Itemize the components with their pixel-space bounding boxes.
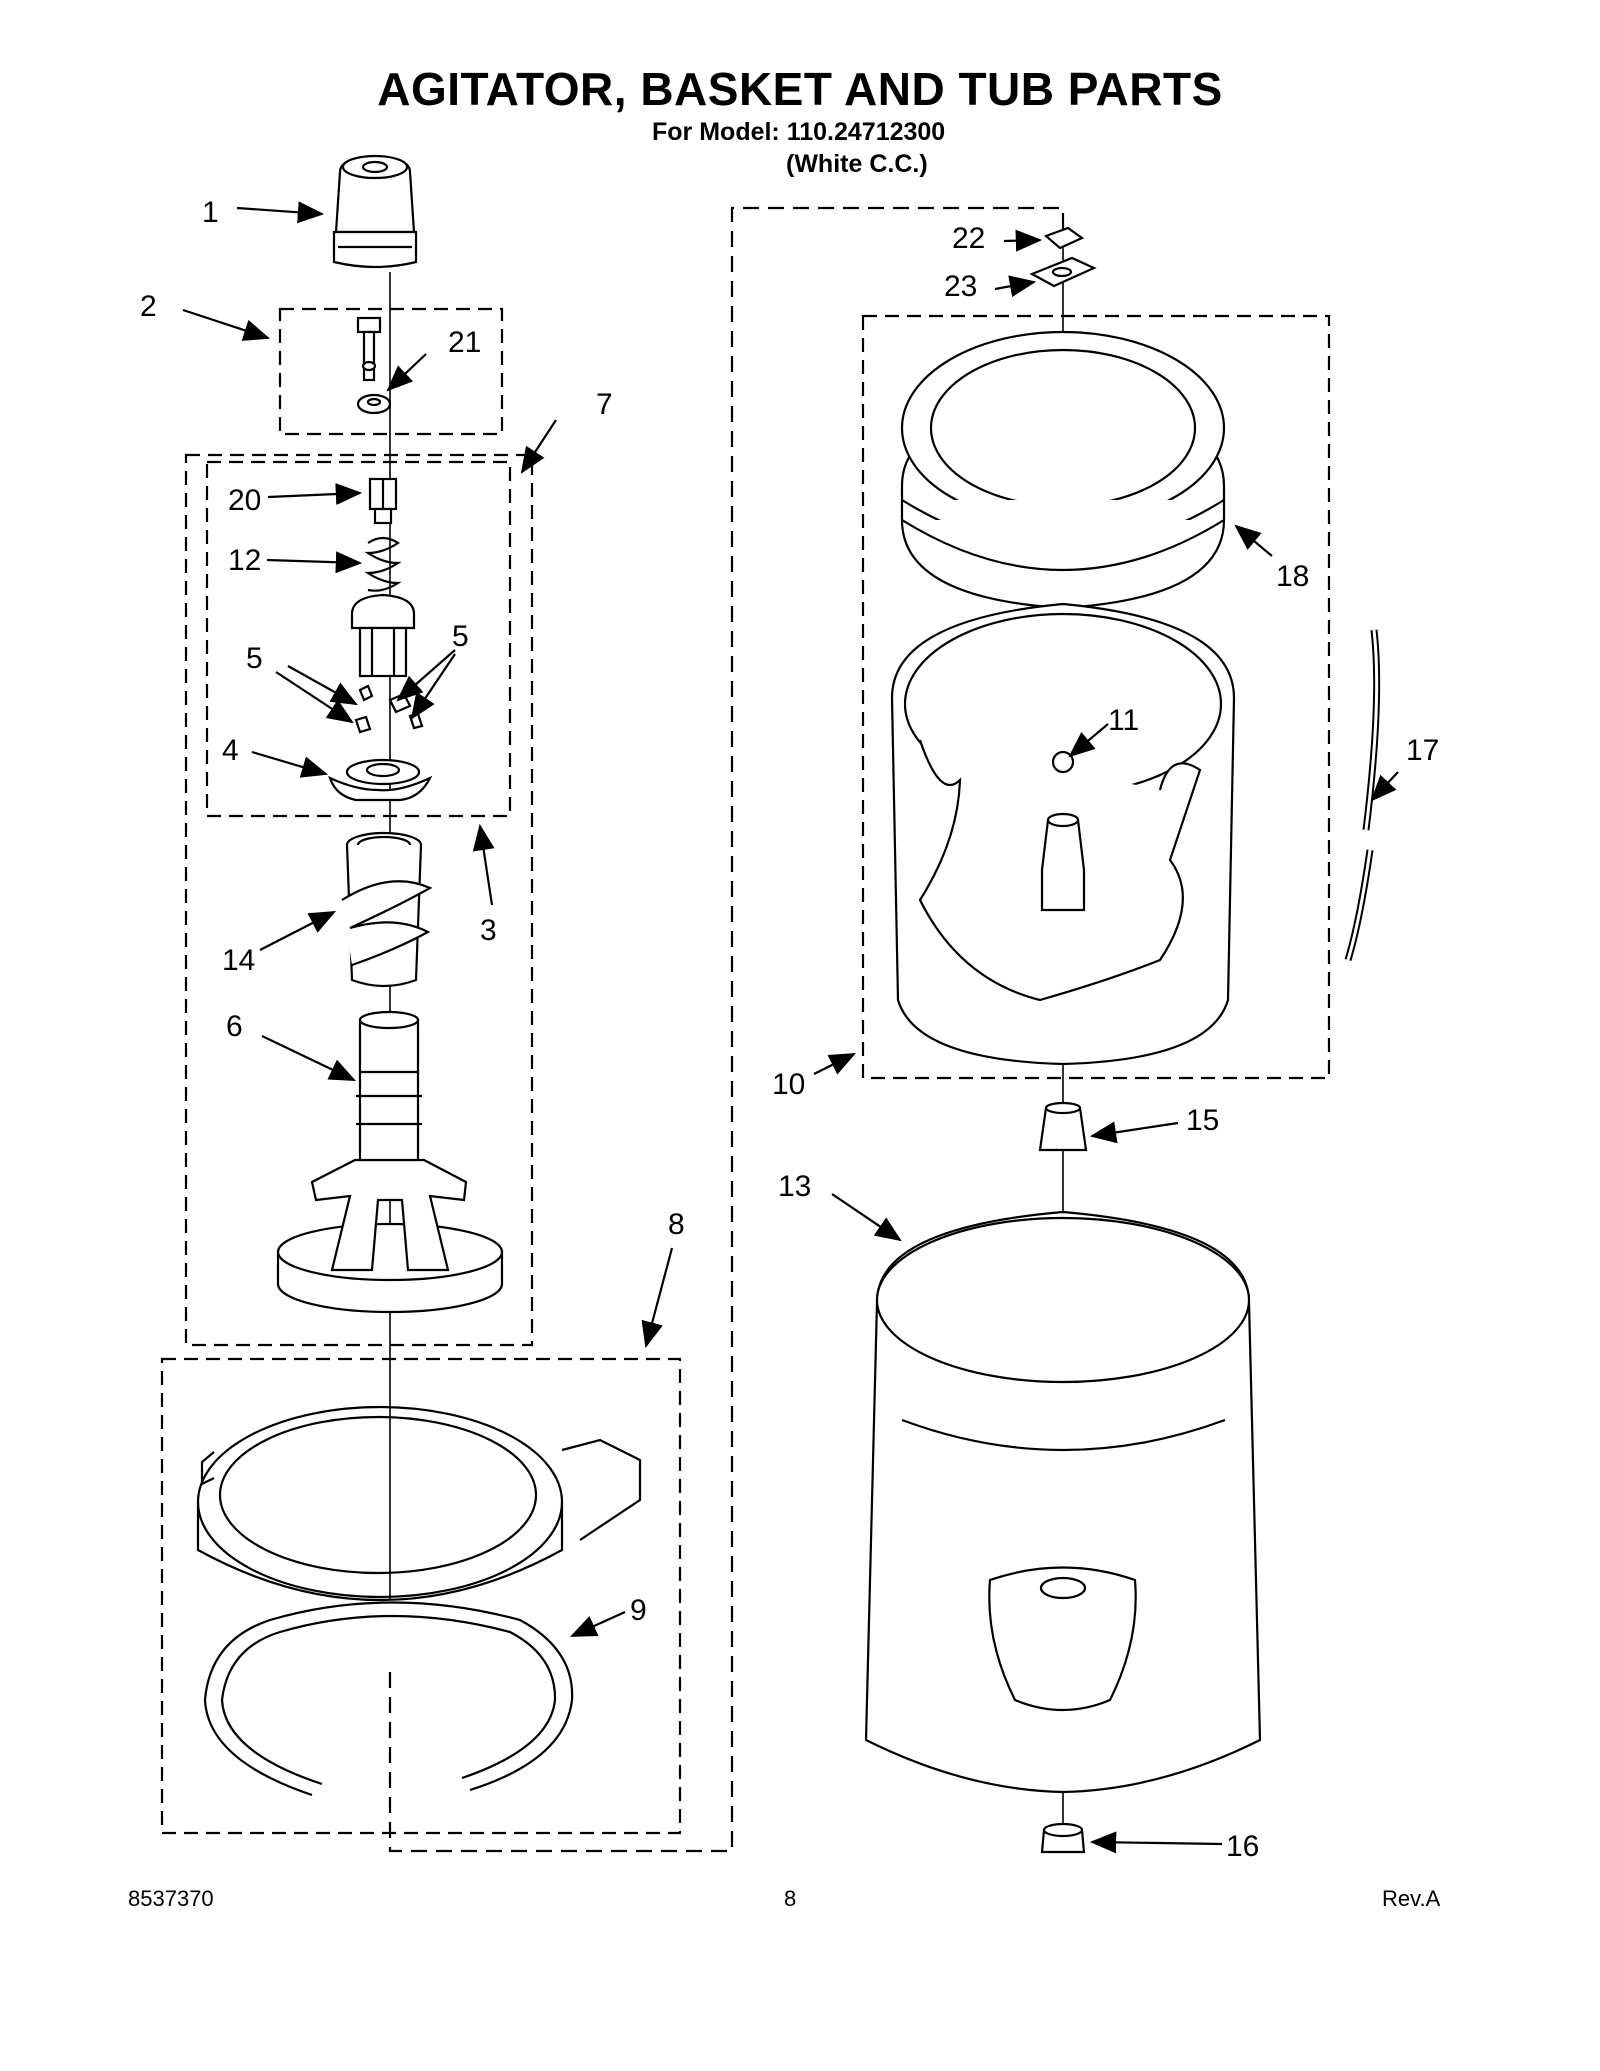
group-box-2 <box>278 307 504 436</box>
callout-18: 18 <box>1276 560 1309 593</box>
part-tub-ring <box>196 1405 642 1602</box>
callout-4: 4 <box>222 734 239 767</box>
callout-8: 8 <box>668 1208 685 1241</box>
leader-arrows <box>182 201 1399 1854</box>
callout-11: 11 <box>1108 704 1139 737</box>
group-box-7 <box>184 453 534 1347</box>
color-line: (White C.C.) <box>786 150 928 178</box>
part-agitator-base <box>276 1010 504 1314</box>
callout-labels: 1 2 21 7 20 12 5 5 4 3 14 6 8 9 22 23 18… <box>140 196 1439 1863</box>
callout-13: 13 <box>778 1170 811 1203</box>
part-bracket <box>1029 256 1097 288</box>
callout-2: 2 <box>140 290 157 323</box>
callout-5-right: 5 <box>452 620 469 653</box>
callout-14: 14 <box>222 944 255 977</box>
callout-1: 1 <box>202 196 219 229</box>
callout-15: 15 <box>1186 1104 1219 1137</box>
part-ring-clamp <box>203 1601 574 1797</box>
callout-12: 12 <box>228 544 261 577</box>
callout-23: 23 <box>944 270 977 303</box>
callout-22: 22 <box>952 222 985 255</box>
callout-9: 9 <box>630 1594 647 1627</box>
part-agitator-cap <box>332 154 418 269</box>
callout-21: 21 <box>448 326 481 359</box>
part-bolt <box>356 316 382 382</box>
callout-3: 3 <box>480 914 497 947</box>
part-dogs <box>354 684 424 734</box>
callout-5-left: 5 <box>246 642 263 675</box>
part-dog-ratchet <box>350 593 416 678</box>
revision: Rev.A <box>1382 1886 1441 1911</box>
page-number: 8 <box>784 1886 797 1911</box>
group-box-8 <box>160 1357 682 1835</box>
part-auger <box>341 831 433 988</box>
callout-6: 6 <box>226 1010 243 1043</box>
part-outer-tub <box>864 1210 1262 1794</box>
callout-16: 16 <box>1226 1830 1259 1863</box>
part-cap-plug <box>368 477 398 525</box>
callout-7: 7 <box>596 388 613 421</box>
part-nut <box>1040 1822 1086 1854</box>
part-balance-ring <box>900 330 1226 610</box>
page-title: AGITATOR, BASKET AND TUB PARTS <box>377 63 1223 115</box>
part-basket <box>890 602 1236 1066</box>
part-cam <box>328 758 433 802</box>
model-line: For Model: 110.24712300 <box>652 118 946 146</box>
group-box-10 <box>861 314 1331 1080</box>
part-washer <box>356 393 392 415</box>
connector-line <box>388 206 1065 1853</box>
part-spring <box>364 536 402 592</box>
part-clip <box>1043 226 1085 250</box>
callout-20: 20 <box>228 484 261 517</box>
doc-number: 8537370 <box>128 1886 214 1911</box>
part-drive-bell <box>1038 1101 1088 1152</box>
callout-10: 10 <box>772 1068 805 1101</box>
callout-17: 17 <box>1406 734 1439 767</box>
